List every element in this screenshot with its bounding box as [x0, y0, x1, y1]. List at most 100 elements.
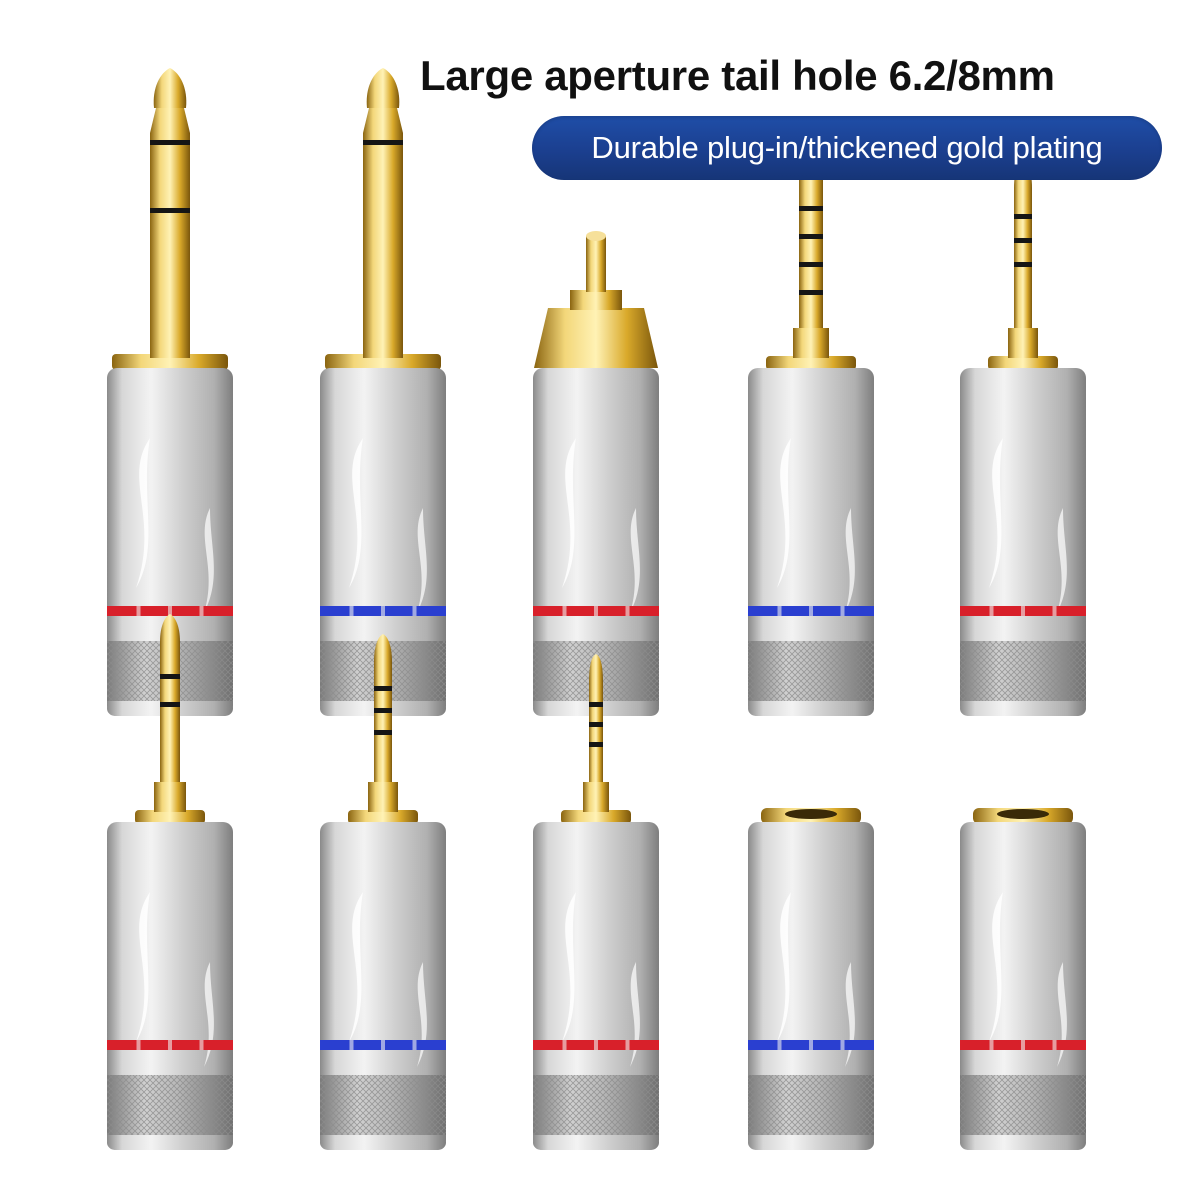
connector-4: [748, 150, 874, 716]
ring-highlight: [1021, 606, 1025, 616]
flame-engraving: [136, 892, 150, 1042]
connector-7: [320, 634, 446, 1150]
connector-body: [960, 368, 1086, 716]
ring-highlight: [625, 1040, 630, 1050]
connector-body: [320, 822, 446, 1150]
gold-shaft: [150, 133, 190, 358]
insulator-band: [799, 262, 823, 267]
connector-body: [107, 822, 233, 1150]
gold-collar: [112, 354, 228, 370]
insulator-band: [363, 140, 403, 145]
gold-collar: [561, 810, 631, 824]
knurl-texture: [748, 1075, 874, 1135]
rca-shell: [534, 308, 658, 368]
ring-highlight: [777, 606, 782, 616]
ring-highlight: [840, 606, 845, 616]
gold-collar: [325, 354, 441, 370]
tail-cap: [748, 701, 874, 716]
connector-body: [320, 368, 446, 716]
ring-highlight: [562, 606, 567, 616]
gold-tip: [589, 654, 603, 682]
knurl-texture: [960, 641, 1086, 701]
socket-hole: [997, 809, 1049, 819]
knurl-texture: [748, 641, 874, 701]
flame-engraving: [204, 508, 214, 613]
ring-highlight: [840, 1040, 845, 1050]
insulator-band: [160, 702, 180, 707]
insulator-band: [1014, 238, 1032, 243]
ring-highlight: [1052, 1040, 1057, 1050]
connector-3: [533, 231, 659, 716]
connector-body: [107, 368, 233, 716]
insulator-band: [1014, 214, 1032, 219]
gold-collar: [348, 810, 418, 824]
ring-highlight: [1021, 1040, 1025, 1050]
tail-cap: [320, 1135, 446, 1150]
flame-engraving: [562, 438, 576, 588]
gold-shaft: [1014, 188, 1032, 328]
insulator-band: [160, 674, 180, 679]
flame-engraving: [777, 892, 791, 1042]
connector-9: [748, 808, 874, 1150]
gold-shaft: [589, 682, 603, 782]
connector-8: [533, 654, 659, 1150]
insulator-band: [589, 742, 603, 747]
tail-cap: [107, 1135, 233, 1150]
tail-cap: [960, 701, 1086, 716]
connector-body: [748, 822, 874, 1150]
gold-tip: [366, 68, 400, 108]
knurl-texture: [107, 1075, 233, 1135]
flame-engraving: [1057, 508, 1067, 613]
ring-highlight: [381, 1040, 385, 1050]
feature-banner: Durable plug-in/thickened gold plating: [532, 116, 1162, 180]
connector-10: [960, 808, 1086, 1150]
ring-highlight: [136, 1040, 141, 1050]
insulator-band: [150, 208, 190, 213]
connector-body: [960, 822, 1086, 1150]
insulator-band: [799, 206, 823, 211]
insulator-band: [589, 722, 603, 727]
gold-tip: [153, 68, 187, 108]
rca-pin: [586, 236, 606, 292]
ring-highlight: [412, 606, 417, 616]
insulator-band: [589, 702, 603, 707]
knurl-texture: [533, 1075, 659, 1135]
rca-pin-tip: [586, 231, 606, 241]
gold-sleeve: [583, 782, 609, 812]
gold-shaft: [363, 133, 403, 358]
ring-highlight: [989, 1040, 994, 1050]
flame-engraving: [989, 892, 1003, 1042]
ring-highlight: [199, 1040, 204, 1050]
connector-6: [107, 614, 233, 1150]
ring-highlight: [562, 1040, 567, 1050]
gold-sleeve: [1008, 328, 1038, 358]
gold-collar: [135, 810, 205, 824]
feature-banner-text: Durable plug-in/thickened gold plating: [591, 130, 1103, 165]
knurl-texture: [320, 1075, 446, 1135]
connector-5: [960, 160, 1086, 716]
flame-engraving: [349, 892, 363, 1042]
tail-cap: [533, 1135, 659, 1150]
gold-tip: [374, 634, 392, 662]
ring-highlight: [199, 606, 204, 616]
ring-highlight: [989, 606, 994, 616]
ring-highlight: [809, 1040, 813, 1050]
gold-neck: [363, 108, 403, 133]
insulator-band: [799, 234, 823, 239]
ring-highlight: [1052, 606, 1057, 616]
ring-highlight: [594, 1040, 598, 1050]
connector-2: [320, 68, 446, 716]
ring-highlight: [777, 1040, 782, 1050]
rca-inner: [570, 290, 622, 310]
flame-engraving: [136, 438, 150, 588]
ring-highlight: [412, 1040, 417, 1050]
ring-highlight: [349, 606, 354, 616]
gold-collar: [988, 356, 1058, 370]
flame-engraving: [630, 508, 640, 613]
ring-highlight: [594, 606, 598, 616]
flame-engraving: [845, 508, 855, 613]
connector-body: [748, 368, 874, 716]
insulator-band: [374, 708, 392, 713]
flame-engraving: [989, 438, 1003, 588]
insulator-band: [374, 686, 392, 691]
